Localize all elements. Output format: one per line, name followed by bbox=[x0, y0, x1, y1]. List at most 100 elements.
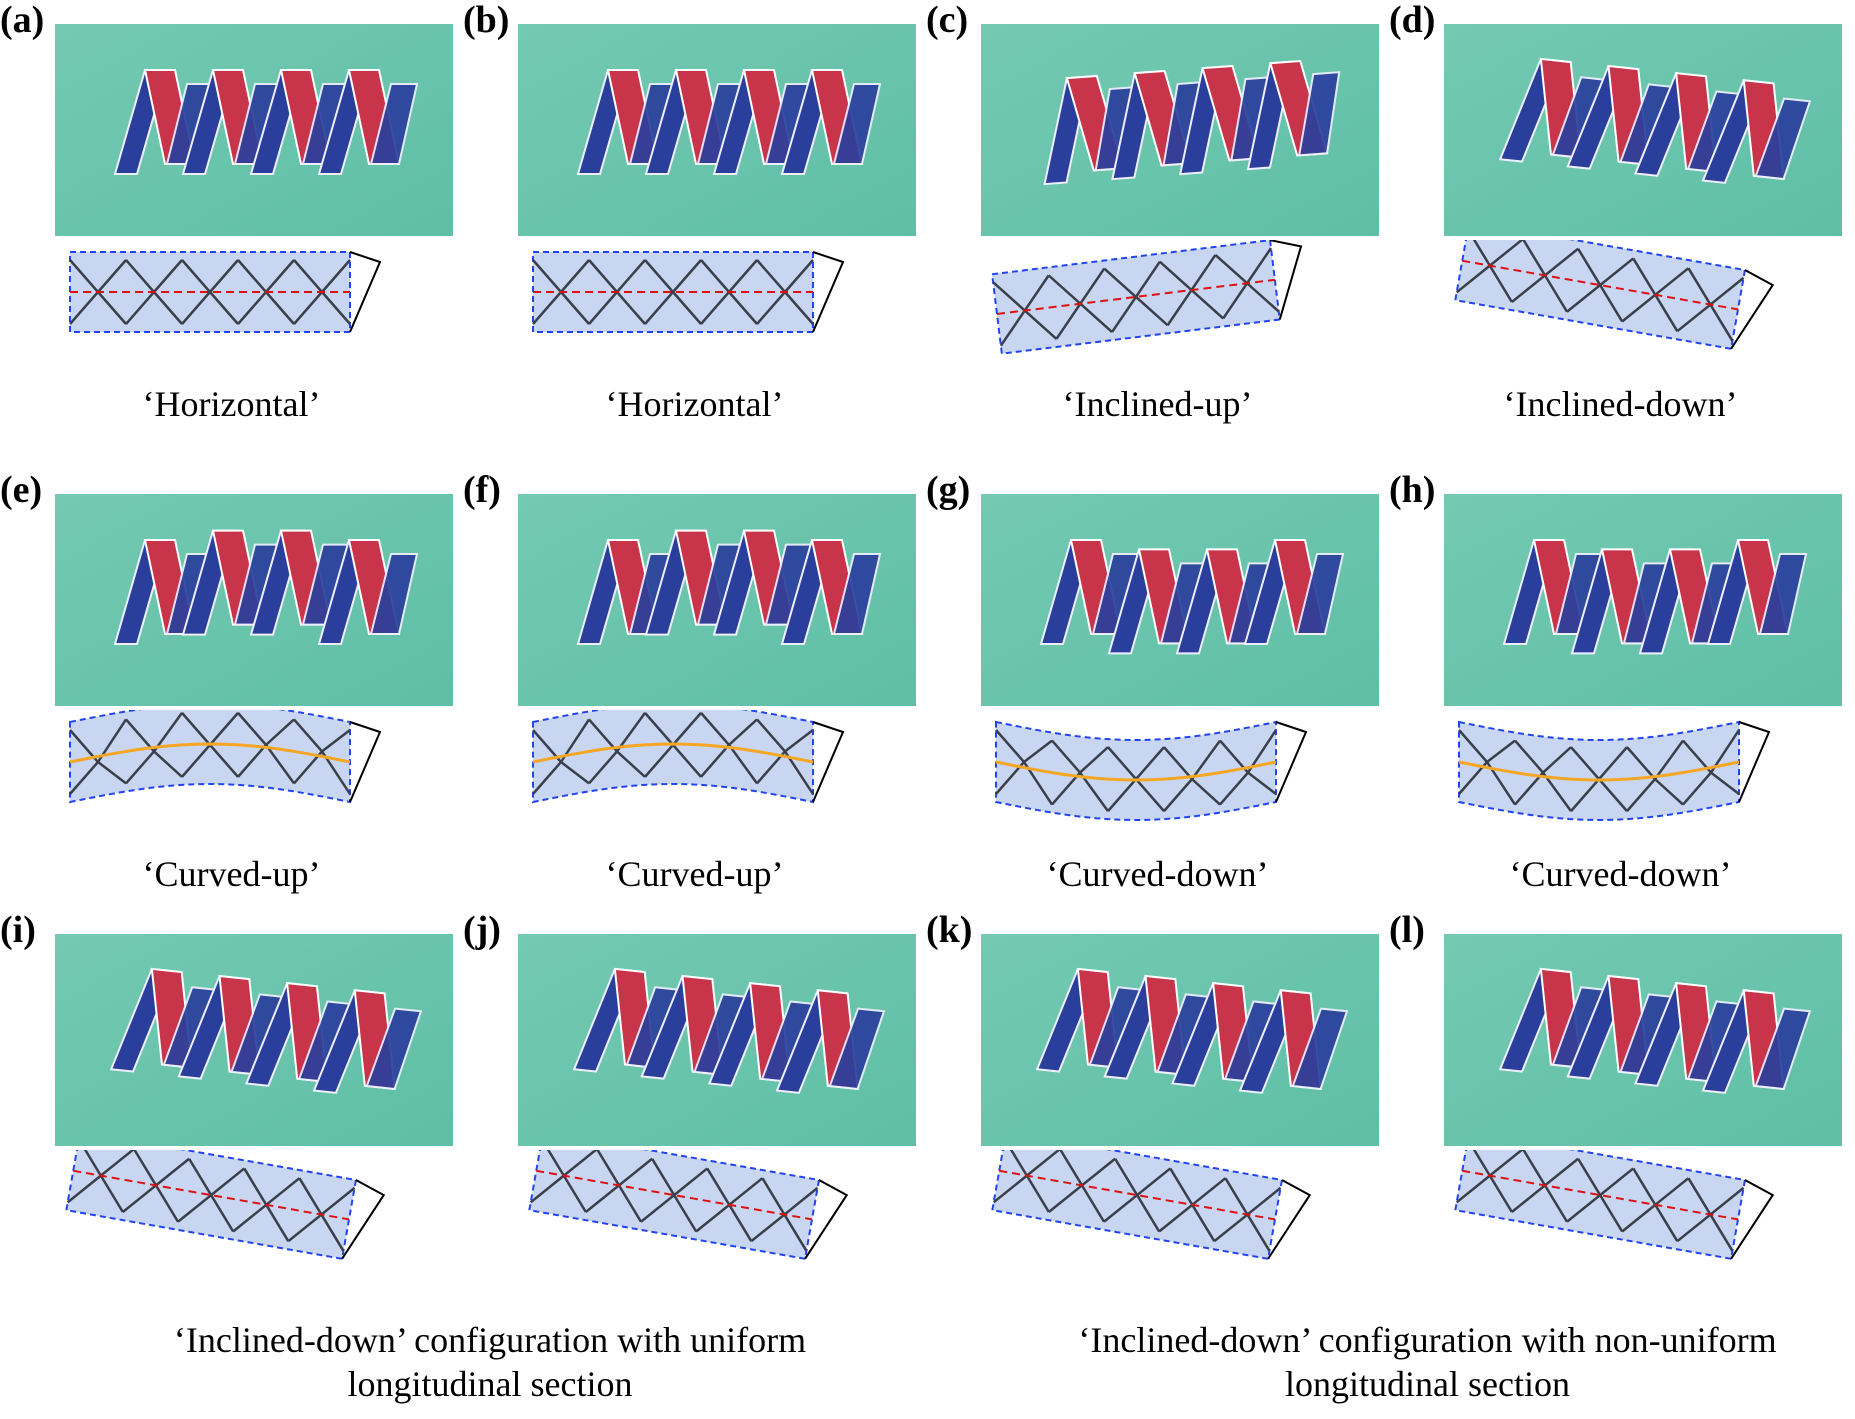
origami-structure bbox=[576, 69, 882, 175]
panel-label: (h) bbox=[1389, 469, 1436, 511]
uniform-section-caption: ‘Inclined-down’ configuration with unifo… bbox=[60, 1318, 920, 1406]
panel-label: (f) bbox=[463, 469, 501, 511]
configuration-caption: ‘Horizontal’ bbox=[605, 384, 784, 424]
section-envelope bbox=[991, 1150, 1284, 1260]
nonuniform-section-caption: ‘Inclined-down’ configuration with non-u… bbox=[1000, 1318, 1855, 1406]
panel-d: (d) ‘Inclined-down’ bbox=[1389, 0, 1852, 470]
panel-label: (d) bbox=[1389, 0, 1436, 41]
centre-curve bbox=[1458, 760, 1740, 782]
centre-axis bbox=[73, 1169, 350, 1221]
crease-line bbox=[1103, 261, 1169, 333]
crease-line bbox=[181, 259, 239, 325]
panel-label: (l) bbox=[1389, 909, 1425, 951]
panel-label: (e) bbox=[0, 469, 43, 511]
section-diagram bbox=[1449, 1150, 1829, 1290]
origami-structure bbox=[113, 69, 419, 175]
section-envelope bbox=[528, 1150, 821, 1260]
panel-l: (l) bbox=[1389, 910, 1852, 1380]
origami-photo bbox=[1444, 494, 1842, 706]
end-cap bbox=[349, 251, 382, 333]
section-envelope bbox=[69, 710, 351, 804]
configuration-caption: ‘Curved-down’ bbox=[1509, 854, 1732, 894]
section-diagram bbox=[523, 240, 903, 380]
end-cap bbox=[812, 251, 845, 333]
configuration-caption: ‘Curved-up’ bbox=[605, 854, 784, 894]
section-envelope bbox=[1454, 240, 1747, 350]
section-diagram bbox=[523, 710, 903, 850]
caption-line: longitudinal section bbox=[347, 1364, 633, 1404]
origami-photo bbox=[55, 934, 453, 1146]
origami-photo bbox=[981, 934, 1379, 1146]
origami-structure bbox=[576, 529, 882, 645]
end-cap bbox=[1275, 721, 1308, 803]
panel-a: (a) ‘Horizontal’ bbox=[0, 0, 463, 470]
end-cap bbox=[1730, 269, 1775, 350]
end-cap bbox=[1730, 1179, 1775, 1260]
panel-label: (b) bbox=[463, 0, 510, 41]
panel-label: (a) bbox=[0, 0, 45, 41]
crease-line bbox=[1163, 739, 1222, 812]
crease-line bbox=[588, 712, 647, 785]
end-cap bbox=[1269, 240, 1303, 320]
section-envelope bbox=[65, 1150, 358, 1260]
origami-photo bbox=[1444, 24, 1842, 236]
section-diagram bbox=[60, 240, 440, 380]
panel-j: (j) bbox=[463, 910, 926, 1380]
panel-c: (c) ‘Inclined-up’ bbox=[926, 0, 1389, 470]
origami-structure bbox=[1035, 967, 1349, 1094]
crease-line bbox=[237, 712, 296, 785]
origami-photo bbox=[518, 934, 916, 1146]
configuration-caption: ‘Curved-up’ bbox=[142, 854, 321, 894]
crease-line bbox=[700, 712, 759, 785]
centre-curve bbox=[995, 760, 1277, 782]
origami-structure bbox=[109, 967, 423, 1094]
origami-photo bbox=[55, 494, 453, 706]
crease-line bbox=[177, 1158, 246, 1233]
panel-i: (i) bbox=[0, 910, 463, 1380]
origami-photo bbox=[981, 494, 1379, 706]
crease-line bbox=[1103, 1158, 1172, 1233]
panel-b: (b) ‘Horizontal’ bbox=[463, 0, 926, 470]
end-cap bbox=[349, 721, 382, 803]
caption-line: ‘Inclined-down’ configuration with non-u… bbox=[1078, 1320, 1777, 1360]
centre-axis bbox=[1462, 259, 1739, 311]
configuration-caption: ‘Inclined-up’ bbox=[1062, 384, 1253, 424]
section-diagram bbox=[1449, 240, 1829, 380]
origami-structure bbox=[1498, 57, 1812, 184]
origami-structure bbox=[1043, 59, 1341, 186]
panel-label: (k) bbox=[926, 909, 973, 951]
section-diagram bbox=[60, 1150, 440, 1290]
panel-g: (g) ‘Curved-down’ bbox=[926, 470, 1389, 940]
crease-line bbox=[1566, 248, 1635, 323]
origami-photo bbox=[518, 494, 916, 706]
centre-axis bbox=[536, 1169, 813, 1221]
section-diagram bbox=[523, 1150, 903, 1290]
panel-label: (i) bbox=[0, 909, 36, 951]
configuration-caption: ‘Inclined-down’ bbox=[1503, 384, 1738, 424]
section-envelope bbox=[532, 710, 814, 804]
origami-photo bbox=[55, 24, 453, 236]
origami-structure bbox=[1502, 539, 1808, 655]
section-diagram bbox=[1449, 710, 1829, 850]
centre-curve bbox=[532, 742, 814, 764]
panel-label: (g) bbox=[926, 469, 971, 511]
panel-label: (j) bbox=[463, 909, 501, 951]
origami-structure bbox=[113, 529, 419, 645]
end-cap bbox=[1267, 1179, 1312, 1260]
end-cap bbox=[341, 1179, 386, 1260]
origami-photo bbox=[981, 24, 1379, 236]
origami-structure bbox=[572, 967, 886, 1094]
origami-structure bbox=[1498, 967, 1812, 1094]
panel-h: (h) ‘Curved-down’ bbox=[1389, 470, 1852, 940]
crease-line bbox=[1051, 739, 1110, 812]
section-diagram bbox=[986, 1150, 1366, 1290]
origami-photo bbox=[1444, 934, 1842, 1146]
panel-f: (f) ‘Curved-up’ bbox=[463, 470, 926, 940]
end-cap bbox=[1738, 721, 1771, 803]
end-cap bbox=[804, 1179, 849, 1260]
section-diagram bbox=[986, 710, 1366, 850]
configuration-caption: ‘Horizontal’ bbox=[142, 384, 321, 424]
crease-line bbox=[1626, 739, 1685, 812]
centre-axis bbox=[996, 278, 1276, 315]
panel-e: (e) ‘Curved-up’ bbox=[0, 470, 463, 940]
